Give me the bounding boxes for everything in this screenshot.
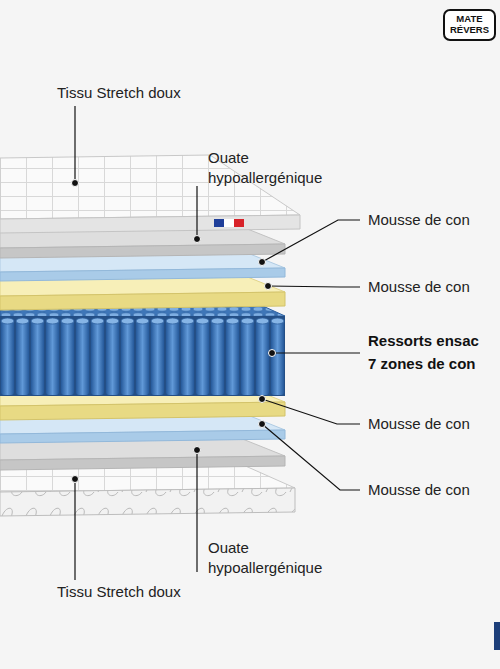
part-label-box: Ressorts ensac (368, 331, 479, 351)
leader-dot (259, 396, 266, 403)
layer-side (0, 268, 285, 281)
badge-box: MATE RÉVERS (443, 9, 496, 41)
part-label: 7 zones de con (368, 354, 476, 374)
part-label: Mousse de con (368, 277, 470, 297)
leader-line (196, 450, 197, 572)
leader-line (74, 106, 75, 183)
part-label: Tissu Stretch doux (57, 582, 181, 602)
edge-tab (494, 622, 500, 650)
flag-blue (214, 219, 224, 227)
leader-line (262, 399, 360, 424)
layer-side (0, 292, 285, 310)
leader-line (262, 424, 360, 490)
leader-dots (72, 180, 276, 483)
upper-yellow-foam (0, 264, 285, 310)
part-label-box: Mousse de con (368, 277, 470, 297)
part-label-box: Mousse de con (368, 210, 470, 230)
leader-dot (194, 236, 201, 243)
cover-top-face (0, 155, 300, 219)
leader-dot (259, 421, 266, 428)
flag-red (234, 219, 244, 227)
leader-line (196, 186, 197, 239)
lower-wadding (0, 428, 285, 470)
leader-dot (72, 180, 79, 187)
part-label-box: Ouate hypoallergénique (208, 148, 322, 189)
part-label-box: Mousse de con (368, 414, 470, 434)
pocket-springs (0, 298, 285, 396)
part-label: Ouate hypoallergénique (208, 148, 322, 189)
part-label-box: Ouate hypoallergénique (208, 538, 322, 579)
part-label: Ouate hypoallergénique (208, 538, 322, 579)
cover-side (0, 215, 300, 233)
leader-line (268, 286, 360, 287)
part-label-box: Tissu Stretch doux (57, 83, 181, 103)
layer-side (0, 456, 285, 470)
springs-front (0, 316, 285, 396)
part-label-box: 7 zones de con (368, 354, 476, 374)
part-label: Mousse de con (368, 414, 470, 434)
leader-dot (269, 350, 276, 357)
leader-dot (72, 476, 79, 483)
leader-line (74, 479, 75, 580)
part-label: Mousse de con (368, 480, 470, 500)
part-label: Tissu Stretch doux (57, 83, 181, 103)
part-label: Mousse de con (368, 210, 470, 230)
leader-dot (259, 259, 266, 266)
cover-side (0, 488, 295, 516)
leader-lines (75, 106, 360, 580)
layer-side (0, 244, 285, 258)
layer-top (0, 402, 285, 434)
badge-text: MATE RÉVERS (450, 14, 489, 36)
part-label-box: Mousse de con (368, 480, 470, 500)
leader-line (262, 220, 360, 262)
lower-blue-foam (0, 402, 285, 443)
top-cover (0, 155, 300, 233)
leader-line (272, 352, 360, 353)
part-label: Ressorts ensac (368, 331, 479, 351)
springs-back (0, 316, 285, 396)
flag-white (224, 219, 234, 227)
leader-dot (265, 283, 272, 290)
layer-side (0, 430, 285, 443)
part-label-box: Tissu Stretch doux (57, 582, 181, 602)
layer-side (0, 402, 285, 420)
leader-dot (194, 447, 201, 454)
